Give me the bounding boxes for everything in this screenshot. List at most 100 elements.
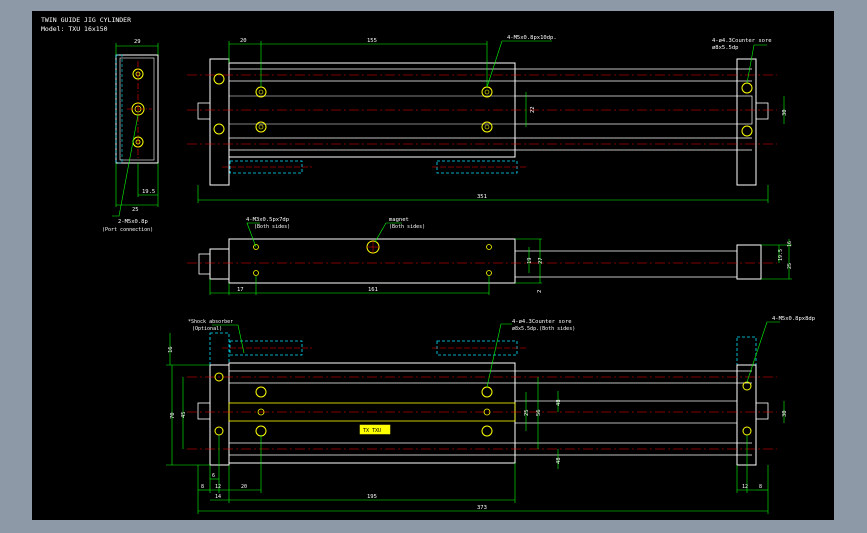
bot-right-note: 4-M5x0.8px8dp	[772, 316, 815, 322]
top-left-plate-hole-2	[213, 123, 225, 135]
top-dim-30-label: 30	[782, 109, 788, 116]
bot-right-end-plate	[736, 364, 757, 466]
bot-dim-14-label: 14	[215, 494, 221, 500]
side-dim-width-label: 29	[134, 39, 141, 45]
front-thread-3	[486, 244, 492, 250]
front-left-stub	[198, 253, 211, 275]
bot-dim-373-label: 373	[477, 505, 487, 511]
side-port-note-sub: (Port connection)	[102, 227, 153, 233]
side-hidden-edge	[115, 54, 123, 164]
bot-right-stub	[755, 402, 769, 420]
bot-dim-70-label: 70	[170, 412, 176, 419]
front-left-end-plate	[209, 248, 230, 280]
top-dim-155-label: 155	[367, 38, 377, 44]
front-thread-note: 4-M3x0.5px7dp	[246, 217, 289, 223]
front-dim-27-label: 27	[538, 257, 544, 264]
front-thread-leader	[246, 222, 260, 248]
bot-hole-4	[481, 425, 493, 437]
top-hole-3-inner	[484, 89, 490, 95]
front-thread-4	[486, 270, 492, 276]
bot-cbore-note-sub: ø8x5.5dp.(Both sides)	[512, 326, 575, 332]
top-hole-4-inner	[484, 124, 490, 130]
bottom-view: TX TXU *Shock absorber (Optional) 4-ø4.3…	[166, 316, 815, 514]
bot-cbore-note: 4-ø4.3Counter sore	[512, 319, 572, 325]
top-right-plate-hole-1	[741, 82, 753, 94]
bot-dim-48a-label: 48	[556, 399, 562, 406]
top-mount-note: 4-M5x0.8px10dp.	[507, 35, 557, 41]
bot-shock-note-sub: (Optional)	[192, 326, 222, 332]
top-dim-351-label: 351	[477, 194, 487, 200]
top-cbore-note-sub: ø8x5.5dp	[712, 45, 739, 51]
front-magnet-leader	[374, 222, 402, 243]
top-mount-leader	[486, 40, 552, 88]
bot-hole-1	[255, 386, 267, 398]
side-body-inner	[119, 57, 155, 161]
top-right-plate-hole-2	[741, 125, 753, 137]
front-main-body	[228, 238, 516, 284]
front-magnet-note: magnet	[389, 217, 409, 223]
top-hole-4	[481, 121, 493, 133]
bot-left-end-plate	[209, 364, 230, 466]
front-dim-17-label: 17	[237, 287, 244, 293]
bot-right-leader	[746, 321, 780, 383]
side-view: 29 19.5 25 2-M5x0.8p (Port connection)	[102, 39, 159, 233]
front-thread-note-sub: (Both sides)	[254, 224, 290, 230]
front-view: 4-M3x0.5px7dp (Both sides) magnet (Both …	[187, 217, 793, 295]
top-cbore-note: 4-ø4.3Counter sore	[712, 38, 772, 44]
bot-shock-leader	[212, 324, 245, 354]
side-body-outline	[115, 54, 159, 164]
bot-right-plate-hole-2	[742, 426, 752, 436]
bot-dim-45-label: 45	[181, 411, 187, 418]
front-dim-2-label: 2	[537, 290, 543, 293]
bot-dim-6-label: 6	[212, 473, 215, 479]
front-magnet-note-sub: (Both sides)	[389, 224, 425, 230]
front-dim-16-label: 16	[787, 241, 793, 247]
top-right-stub	[755, 102, 769, 120]
top-hole-1	[255, 86, 267, 98]
bot-shock-block-left	[209, 332, 230, 366]
bot-dim-195-label: 195	[367, 494, 377, 500]
bot-left-plate-hole-1	[214, 372, 224, 382]
bot-dim-25-label: 25	[524, 409, 530, 416]
side-port-leader	[112, 114, 139, 217]
bot-shock-block-right	[736, 336, 757, 366]
top-hole-1-inner	[258, 89, 264, 95]
title-block: TWIN GUIDE JIG CYLINDER Model: TXU 16x15…	[41, 16, 131, 33]
bot-dim-12-label: 12	[215, 484, 221, 490]
bot-cbore-leader	[486, 323, 512, 388]
top-left-stub	[197, 102, 211, 120]
bot-slot-hole-1	[257, 408, 265, 416]
bot-dim-56-label: 56	[536, 409, 542, 416]
bot-dim-8-label: 8	[201, 484, 204, 490]
front-dim-195-label: 19.5	[778, 249, 784, 261]
bot-dim-20-label: 20	[241, 484, 247, 490]
bot-nameplate	[359, 424, 391, 435]
top-hole-3	[481, 86, 493, 98]
bot-main-body	[228, 362, 516, 464]
side-dim-d1-label: 19.5	[142, 189, 155, 195]
front-thread-1	[253, 244, 259, 250]
bot-nameplate-text: TX TXU	[363, 428, 381, 434]
bot-shock-note: *Shock absorber	[188, 319, 233, 325]
top-left-plate-hole-1	[213, 73, 225, 85]
bot-dim-8r-label: 8	[759, 484, 762, 490]
top-left-end-plate	[209, 58, 230, 186]
front-right-end-plate	[736, 244, 762, 280]
bot-left-stub	[197, 402, 211, 420]
cad-drawing: TWIN GUIDE JIG CYLINDER Model: TXU 16x15…	[41, 16, 815, 514]
bot-hole-3	[481, 386, 493, 398]
bot-slot-hole-2	[483, 408, 491, 416]
top-hole-2-inner	[258, 124, 264, 130]
drawing-canvas[interactable]: TWIN GUIDE JIG CYLINDER Model: TXU 16x15…	[32, 11, 834, 520]
top-right-end-plate	[736, 58, 757, 186]
top-view: 20 155 22 30 351 4-M5x0.8px10dp. 4-ø4.3C…	[187, 35, 788, 203]
bot-dim-48b-label: 48	[556, 457, 562, 464]
front-dim-25-label: 25	[787, 263, 793, 269]
bot-dim-12r-label: 12	[742, 484, 748, 490]
bot-hole-2	[255, 425, 267, 437]
front-dim-19-label: 19	[527, 257, 533, 264]
top-cbore-leader	[746, 44, 767, 84]
side-dim-d2-label: 25	[132, 207, 139, 213]
title-line-1: TWIN GUIDE JIG CYLINDER	[41, 16, 131, 24]
bot-left-plate-hole-2	[214, 426, 224, 436]
